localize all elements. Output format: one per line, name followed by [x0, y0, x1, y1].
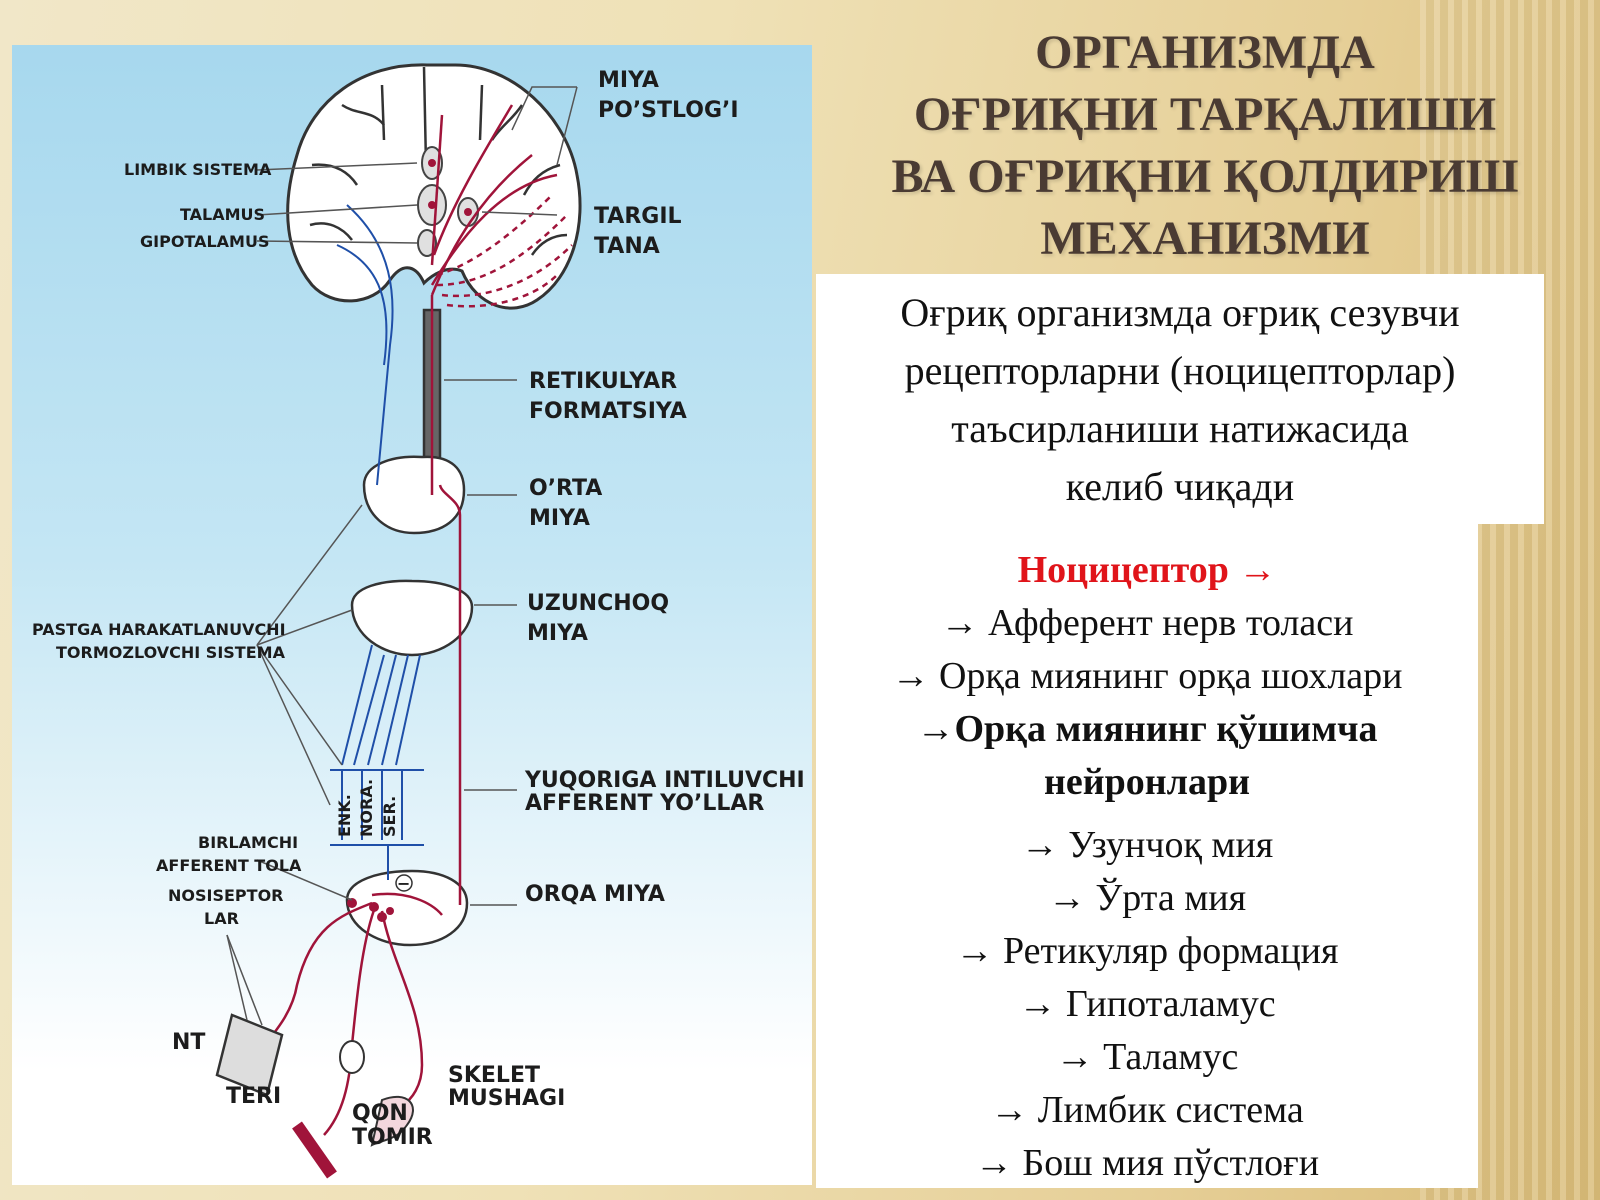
leader-lines [226, 86, 578, 1026]
pain-pathway-diagram: − MIYA PO’STLOG’I LIMBIK SISTEMA TALAMUS… [12, 45, 812, 1185]
chain-step: → Бош мия пўстлоғи [974, 1142, 1320, 1184]
slide-title: ОРГАНИЗМДА ОҒРИҚНИ ТАРҚАЛИШИ ВА ОҒРИҚНИ … [820, 22, 1590, 270]
chain-step: → Афферент нерв толаси [940, 602, 1354, 644]
label-birlamchi-1: BIRLAMCHI [198, 833, 298, 852]
skeletal-muscle [370, 1095, 414, 1147]
brain-folds [309, 66, 568, 256]
label-targil: TARGIL [594, 204, 682, 229]
label-orta: O’RTA [529, 476, 602, 501]
skin-patch [215, 1013, 284, 1097]
periphery [215, 1013, 414, 1179]
label-limbik: LIMBIK SISTEMA [124, 160, 272, 179]
spinal-cord-shape [345, 869, 469, 947]
label-miya: MIYA [598, 68, 659, 93]
label-orta-miya: MIYA [529, 506, 590, 531]
label-nt: NT [172, 1030, 205, 1055]
chain-step: → Ретикуляр формация [955, 930, 1339, 972]
chain-step: → Узунчоқ мия [1020, 824, 1274, 866]
diagram-labels: MIYA PO’STLOG’I LIMBIK SISTEMA TALAMUS G… [32, 68, 805, 1150]
brainstem [345, 308, 474, 947]
minus-circle [395, 874, 413, 892]
title-line: ВА ОҒРИҚНИ ҚОЛДИРИШ [891, 150, 1519, 203]
title-line: МЕХАНИЗМИ [1040, 212, 1370, 265]
title-line: ОРГАНИЗМДА [1035, 26, 1375, 79]
label-pastga-2: TORMOZLOVCHI SISTEMA [56, 643, 286, 662]
hypothalamus-structure [417, 229, 437, 257]
chain-step: → Орқа миянинг орқа шохлари [891, 655, 1403, 697]
pathway-nodes [347, 159, 472, 922]
label-uzunchoq-miya: MIYA [527, 621, 588, 646]
label-nora: NORA. [357, 779, 376, 837]
label-retikulyar: RETIKULYAR [529, 369, 677, 394]
midbrain-shape [362, 455, 466, 535]
intro-text-box: Оғриқ организмда оғриқ сезувчи рецепторл… [816, 274, 1544, 524]
label-gipotalamus: GIPOTALAMUS [140, 232, 269, 251]
chain-step: нейронлари [1043, 761, 1251, 803]
label-nosiseptor-2: LAR [204, 909, 239, 928]
minus-sign: − [397, 874, 410, 893]
diagram-svg: − MIYA PO’STLOG’I LIMBIK SISTEMA TALAMUS… [32, 63, 805, 1179]
label-yuqoriga-2: AFFERENT YO’LLAR [525, 791, 764, 816]
label-ser: SER. [380, 796, 399, 837]
intro-line: келиб чиқади [1065, 464, 1295, 509]
chain-step: → Лимбик система [990, 1089, 1304, 1131]
inhibitory-bracket [330, 769, 424, 846]
title-line: ОҒРИҚНИ ТАРҚАЛИШИ [913, 88, 1497, 141]
label-tana: TANA [594, 234, 660, 259]
label-birlamchi-2: AFFERENT TOLA [156, 856, 302, 875]
label-talamus: TALAMUS [180, 205, 265, 224]
intro-line: Оғриқ организмда оғриқ сезувчи [900, 290, 1460, 335]
label-postlog: PO’STLOG’I [598, 98, 739, 123]
label-pastga-1: PASTGA HARAKATLANUVCHI [32, 620, 286, 639]
intro-line: рецепторларни (ноцицепторлар) [904, 348, 1456, 393]
label-teri: TERI [226, 1084, 281, 1109]
label-formatsiya: FORMATSIYA [529, 399, 687, 424]
medulla-shape [350, 579, 474, 657]
chain-head: Ноцицептор → [1017, 549, 1277, 591]
label-qon: QON [352, 1101, 408, 1126]
descending-pathway [336, 204, 421, 880]
blood-vessel [292, 1121, 337, 1179]
chain-step: → Таламус [1055, 1036, 1239, 1078]
label-nosiseptor-1: NOSISEPTOR [168, 886, 283, 905]
label-skelet: SKELET [448, 1063, 540, 1088]
label-uzunchoq: UZUNCHOQ [527, 591, 669, 616]
chain-step: →Орқа миянинг қўшимча [916, 708, 1378, 750]
label-enk: ENK. [335, 794, 354, 837]
intro-line: таъсирланиши натижасида [951, 406, 1409, 451]
chain-step: → Ўрта мия [1047, 877, 1247, 919]
chain-step: → Гипоталамус [1018, 983, 1276, 1025]
label-orqa-miya: ORQA MIYA [525, 882, 665, 907]
vessel-neuron [339, 1040, 365, 1074]
label-yuqoriga-1: YUQORIGA INTILUVCHI [524, 768, 805, 793]
pain-chain-box: Ноцицептор → → Афферент нерв толаси → Ор… [816, 524, 1478, 1188]
label-mushagi: MUSHAGI [448, 1086, 565, 1111]
label-tomir: TOMIR [352, 1125, 433, 1150]
